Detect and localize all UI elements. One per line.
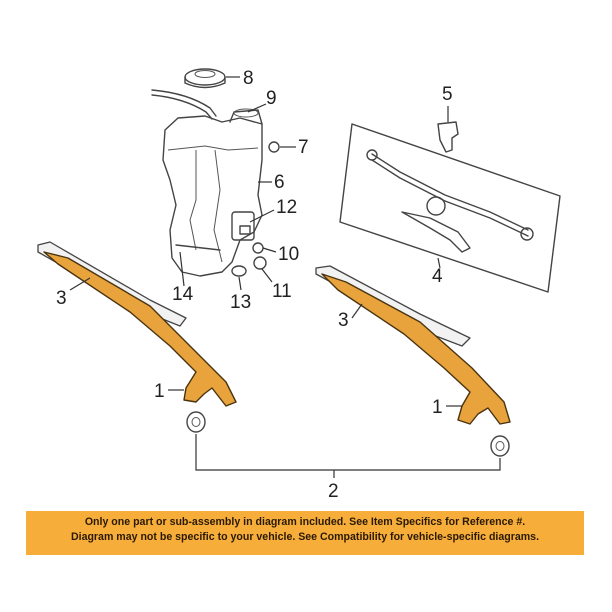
- left-arm-nut-hole: [191, 417, 201, 427]
- reservoir-body-seam: [167, 145, 259, 151]
- linkage-panel-outline: [339, 123, 561, 293]
- linkage-pivot-left: [366, 149, 378, 161]
- leader-4: [437, 257, 441, 269]
- linkage-drive-bar-lower: [371, 159, 529, 237]
- leader-13: [238, 276, 242, 291]
- reservoir-filler-hose-inner: [151, 94, 213, 120]
- leader-14: [179, 251, 185, 287]
- callout-13: 13: [230, 292, 251, 313]
- disclaimer-banner: Only one part or sub-assembly in diagram…: [26, 511, 584, 555]
- leader-lines: [69, 76, 462, 407]
- right-wiper-group: [315, 265, 511, 457]
- right-wiper-blade: [315, 265, 471, 347]
- leader-3-left: [69, 277, 91, 291]
- callout-3-right: 3: [338, 310, 349, 331]
- reservoir-filler-neck: [229, 109, 263, 125]
- grommet-10: [252, 242, 264, 254]
- callout-7: 7: [298, 137, 309, 158]
- cowl-clip: [437, 121, 459, 153]
- linkage-drive-bar: [371, 153, 529, 231]
- left-wiper-group: [37, 241, 237, 433]
- right-arm-nut: [490, 435, 510, 457]
- callout-10: 10: [278, 244, 299, 265]
- right-arm-nut-hole: [495, 441, 505, 451]
- disclaimer-line-2: Diagram may not be specific to your vehi…: [70, 531, 540, 543]
- reservoir-body-rib-2: [189, 150, 197, 251]
- right-wiper-arm: [321, 273, 511, 425]
- grommet-7: [268, 141, 280, 153]
- callout-1-right: 1: [432, 397, 443, 418]
- leader-10: [262, 247, 277, 253]
- filler-neck-opening: [233, 108, 259, 118]
- callout-14: 14: [172, 284, 194, 305]
- wiper-linkage-group: [339, 121, 561, 293]
- grommet-13: [231, 265, 247, 277]
- wiper-motor: [426, 196, 446, 216]
- callout-labels: 8 9 7 6 12 10 11 13 14 5 4 3 3 1 1 2: [56, 68, 453, 502]
- callout-2-bracket: [195, 434, 501, 471]
- pump-connector: [239, 225, 251, 235]
- callout-9: 9: [266, 88, 277, 109]
- left-wiper-arm: [43, 251, 237, 407]
- callout-2: 2: [328, 481, 339, 502]
- disclaimer-line-1: Only one part or sub-assembly in diagram…: [84, 516, 526, 528]
- callout-11: 11: [272, 281, 292, 302]
- washer-pump: [231, 211, 255, 241]
- callout-3-left: 3: [56, 288, 67, 309]
- reservoir-cap-top: [194, 70, 216, 78]
- linkage-motor-crank: [401, 211, 471, 253]
- leader-9: [247, 103, 267, 113]
- callout-1-left: 1: [154, 381, 165, 402]
- callout-12: 12: [276, 197, 297, 218]
- washer-reservoir-group: [151, 68, 280, 277]
- left-arm-nut: [186, 411, 206, 433]
- reservoir-body: [162, 115, 263, 277]
- reservoir-cap-rim: [184, 76, 226, 89]
- reservoir-filler-hose: [151, 89, 217, 117]
- leader-11: [261, 268, 273, 283]
- washer-hose: [175, 244, 221, 251]
- reservoir-body-rib: [213, 149, 223, 263]
- callout-4: 4: [432, 266, 443, 287]
- leader-12: [249, 209, 275, 223]
- callout-8: 8: [243, 68, 254, 89]
- grommet-11: [253, 256, 267, 270]
- linkage-pivot-right: [520, 227, 534, 241]
- callout-5: 5: [442, 84, 453, 105]
- leader-3-right: [351, 303, 363, 319]
- callout-6: 6: [274, 172, 285, 193]
